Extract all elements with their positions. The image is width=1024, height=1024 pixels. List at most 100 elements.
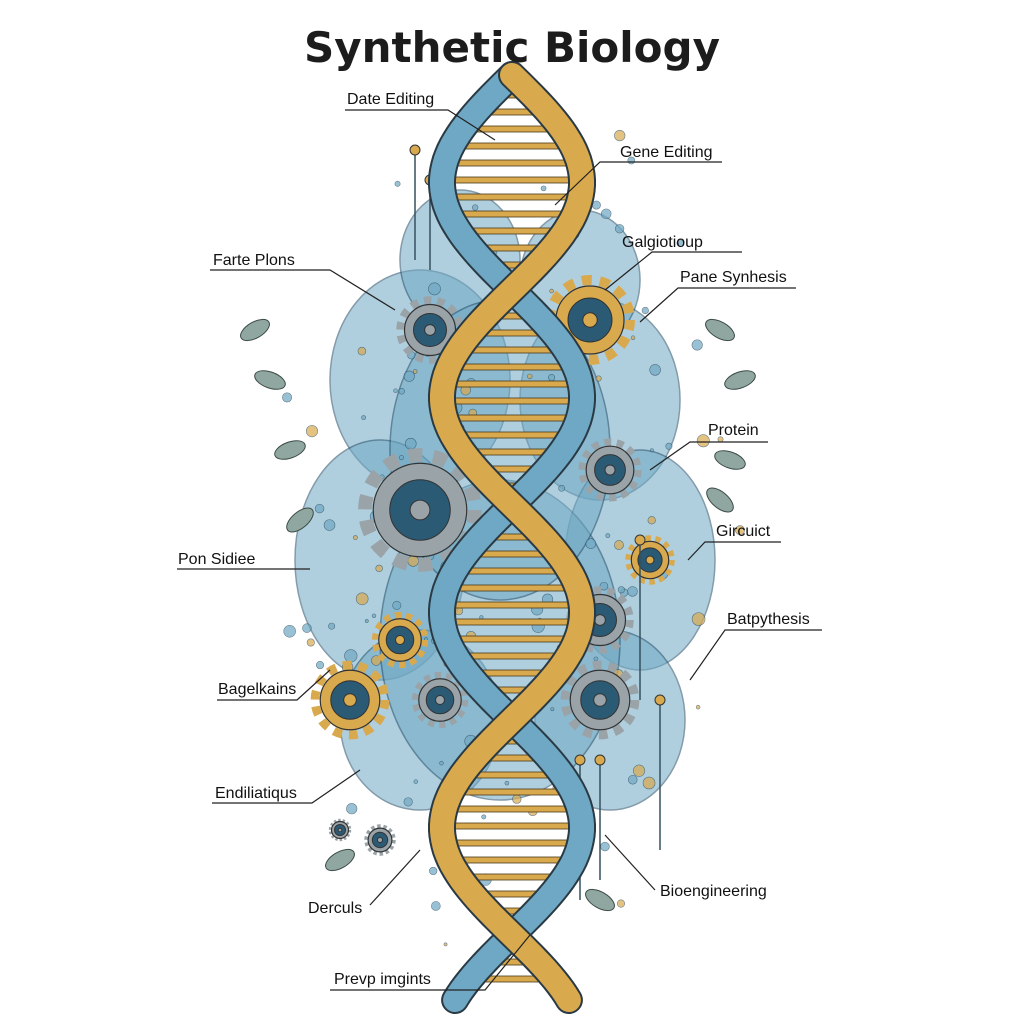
bubble-dot xyxy=(398,454,405,461)
gear-teeth xyxy=(364,824,396,856)
label-pane-synhesis: Pane Synhesis xyxy=(639,269,796,323)
gear-teeth xyxy=(566,586,634,654)
bubble-dot xyxy=(642,776,656,790)
label-text: Batpythesis xyxy=(727,611,810,628)
base-pair-rung xyxy=(443,193,581,201)
circuit-node xyxy=(654,694,666,706)
bubble-dot xyxy=(306,638,315,647)
leader-line xyxy=(369,849,421,906)
leader-line xyxy=(330,934,531,991)
bubble-dot xyxy=(328,622,336,630)
gear-teeth xyxy=(545,275,635,365)
leader-line xyxy=(639,287,796,323)
bubble-dot xyxy=(443,942,448,947)
bubble-dot xyxy=(413,779,419,784)
gear-hub xyxy=(376,836,384,844)
leader-line xyxy=(604,251,742,291)
gear-icon xyxy=(578,438,642,502)
circuit-node xyxy=(574,754,586,766)
base-pair-rung xyxy=(442,601,582,609)
label-text: Pane Synhesis xyxy=(680,269,787,286)
bubble-dot xyxy=(481,814,487,820)
leaf-icon xyxy=(274,440,306,460)
label-text: Gene Editing xyxy=(620,144,713,161)
base-pair-rung xyxy=(446,584,578,592)
gear-hub xyxy=(343,693,357,707)
bubble-dot xyxy=(394,180,401,187)
bubble-dot xyxy=(439,761,444,766)
leader-line xyxy=(604,834,656,891)
gear-teeth xyxy=(411,671,469,729)
bubble-dot xyxy=(315,661,325,670)
gear-teeth xyxy=(578,438,642,502)
base-pair-rung xyxy=(441,397,583,405)
gear-hub xyxy=(435,695,445,705)
bubble-dot xyxy=(357,346,367,356)
bubble-dot xyxy=(398,388,405,395)
base-pair-rung xyxy=(451,431,573,439)
bubble-dot xyxy=(616,899,626,908)
bubble-dot xyxy=(614,224,625,234)
bubble-dot xyxy=(361,415,367,421)
label-text: Date Editing xyxy=(347,91,434,108)
leaf-icon xyxy=(705,318,735,342)
bubble-dot xyxy=(393,388,398,393)
base-pair-rung xyxy=(446,635,578,643)
labels: Date Editing Gene Editing Galgiotioup Pa… xyxy=(177,91,822,991)
gear-hub xyxy=(645,555,655,565)
label-endiliatiqus: Endiliatiqus xyxy=(212,769,361,804)
base-pair-rung xyxy=(442,380,582,388)
gear-hub xyxy=(604,464,616,476)
label-text: Gircuict xyxy=(716,523,771,540)
bubble-dot xyxy=(392,600,402,610)
base-pair-rung xyxy=(451,142,573,150)
label-gircuict: Gircuict xyxy=(687,523,781,561)
gear-icon xyxy=(364,824,396,856)
bubble-dot xyxy=(649,364,661,376)
label-text: Farte Plons xyxy=(213,252,295,269)
bubble-dot xyxy=(355,592,369,606)
bubble-dot xyxy=(632,764,646,777)
bubble-dot xyxy=(540,185,547,192)
gear-hub xyxy=(594,614,606,626)
leader-line xyxy=(210,269,396,311)
label-bioengineering: Bioengineering xyxy=(604,834,767,900)
leader-line xyxy=(212,769,361,804)
leader-line xyxy=(554,161,722,206)
bubble-dot xyxy=(695,704,701,710)
bubble-dot xyxy=(647,516,656,525)
label-date-editing: Date Editing xyxy=(345,91,496,141)
bubble-dot xyxy=(735,525,745,536)
bubble-dot xyxy=(549,288,554,294)
bubble-dot xyxy=(665,442,673,450)
gear-icon xyxy=(560,660,640,740)
label-bagelkains: Bagelkains xyxy=(217,669,331,701)
bubble-dot xyxy=(305,425,318,438)
bubble-dot xyxy=(600,841,610,852)
gear-hub xyxy=(337,827,343,833)
base-pair-rung xyxy=(444,414,580,422)
gear-icon xyxy=(358,448,482,572)
bubble-dot xyxy=(617,586,625,594)
base-pair-rung xyxy=(448,363,576,371)
label-batpythesis: Batpythesis xyxy=(689,611,822,681)
leader-line xyxy=(687,541,781,561)
base-pair-rung xyxy=(443,839,581,847)
bubble-dot xyxy=(429,866,438,876)
gear-icon xyxy=(310,660,390,740)
label-gene-editing: Gene Editing xyxy=(554,144,722,206)
gear-hub xyxy=(409,499,431,521)
bubble-dot xyxy=(314,503,325,514)
leaf-icon xyxy=(714,450,746,470)
bubble-dot xyxy=(649,448,654,453)
bubble-dot xyxy=(371,613,377,618)
bubble-dot xyxy=(630,335,636,340)
bubble-dot xyxy=(346,803,358,815)
bubble-dot xyxy=(691,339,703,351)
gear-teeth xyxy=(310,660,390,740)
gear-icon xyxy=(371,611,429,669)
label-protein: Protein xyxy=(649,422,768,471)
leaf-icon xyxy=(240,318,270,342)
gear-teeth xyxy=(371,611,429,669)
bubble-dot xyxy=(676,239,684,247)
